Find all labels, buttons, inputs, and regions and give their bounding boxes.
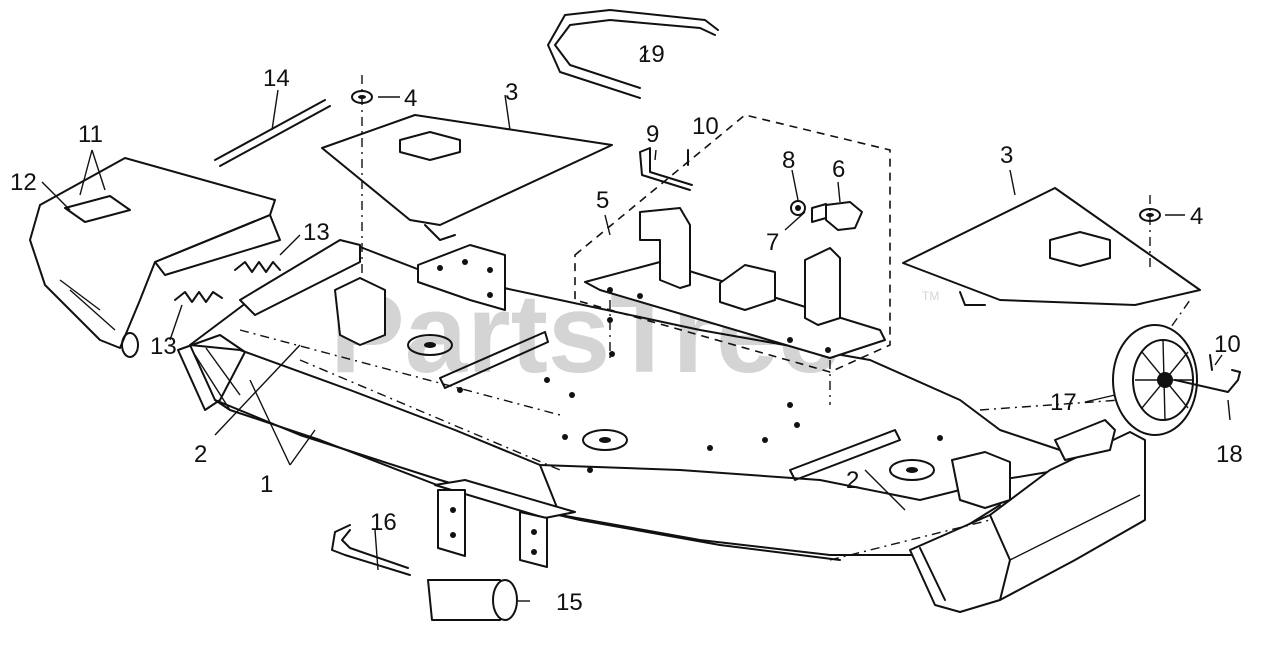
callout-14: 14 xyxy=(263,65,290,92)
leader-lines xyxy=(41,49,1231,602)
callout-9: 9 xyxy=(646,121,659,148)
callout-3a: 3 xyxy=(505,79,518,106)
belt-shield-left[interactable] xyxy=(321,114,613,241)
callout-13a: 13 xyxy=(303,219,330,246)
deck-housing[interactable] xyxy=(177,244,1146,613)
callout-19: 19 xyxy=(638,41,665,68)
callout-5: 5 xyxy=(596,187,609,214)
spacer-7[interactable] xyxy=(811,203,827,223)
roller-15[interactable] xyxy=(427,579,518,621)
callout-11: 11 xyxy=(78,121,103,148)
callout-2a: 2 xyxy=(194,441,207,468)
callout-10a: 10 xyxy=(692,113,719,140)
assembly-outline-5 xyxy=(574,114,891,373)
gauge-wheel-17[interactable] xyxy=(1112,324,1198,436)
belt-cover-left[interactable] xyxy=(29,157,281,358)
idler-bracket-plate[interactable] xyxy=(584,207,886,359)
bumper-rod-19[interactable] xyxy=(547,9,719,99)
spring-13b[interactable] xyxy=(174,291,223,303)
callout-7: 7 xyxy=(766,229,779,256)
idler-pulley-6[interactable] xyxy=(825,201,863,231)
callout-10b: 10 xyxy=(1214,331,1241,358)
cotter-pin-10b[interactable] xyxy=(1209,354,1213,371)
pin-16[interactable] xyxy=(331,524,411,576)
spring-rail[interactable] xyxy=(239,239,361,316)
callout-18: 18 xyxy=(1216,441,1243,468)
callout-4a: 4 xyxy=(404,85,417,112)
callout-4b: 4 xyxy=(1190,203,1203,230)
rod-14[interactable] xyxy=(214,99,331,167)
callout-17: 17 xyxy=(1050,389,1077,416)
washer-8[interactable] xyxy=(790,200,806,216)
callout-16: 16 xyxy=(370,509,397,536)
callout-8: 8 xyxy=(782,147,795,174)
callout-15: 15 xyxy=(556,589,583,616)
callout-12: 12 xyxy=(10,169,37,196)
callout-1: 1 xyxy=(260,471,273,498)
belt-shield-right[interactable] xyxy=(902,187,1201,306)
watermark-trademark: TM xyxy=(922,289,939,303)
spring-13a[interactable] xyxy=(234,261,281,273)
callout-13b: 13 xyxy=(150,333,177,360)
axle-pin-18[interactable] xyxy=(1174,369,1241,393)
callout-2b: 2 xyxy=(846,467,859,494)
callout-3b: 3 xyxy=(1000,142,1013,169)
pin-9[interactable] xyxy=(639,147,693,191)
callout-6: 6 xyxy=(832,156,845,183)
